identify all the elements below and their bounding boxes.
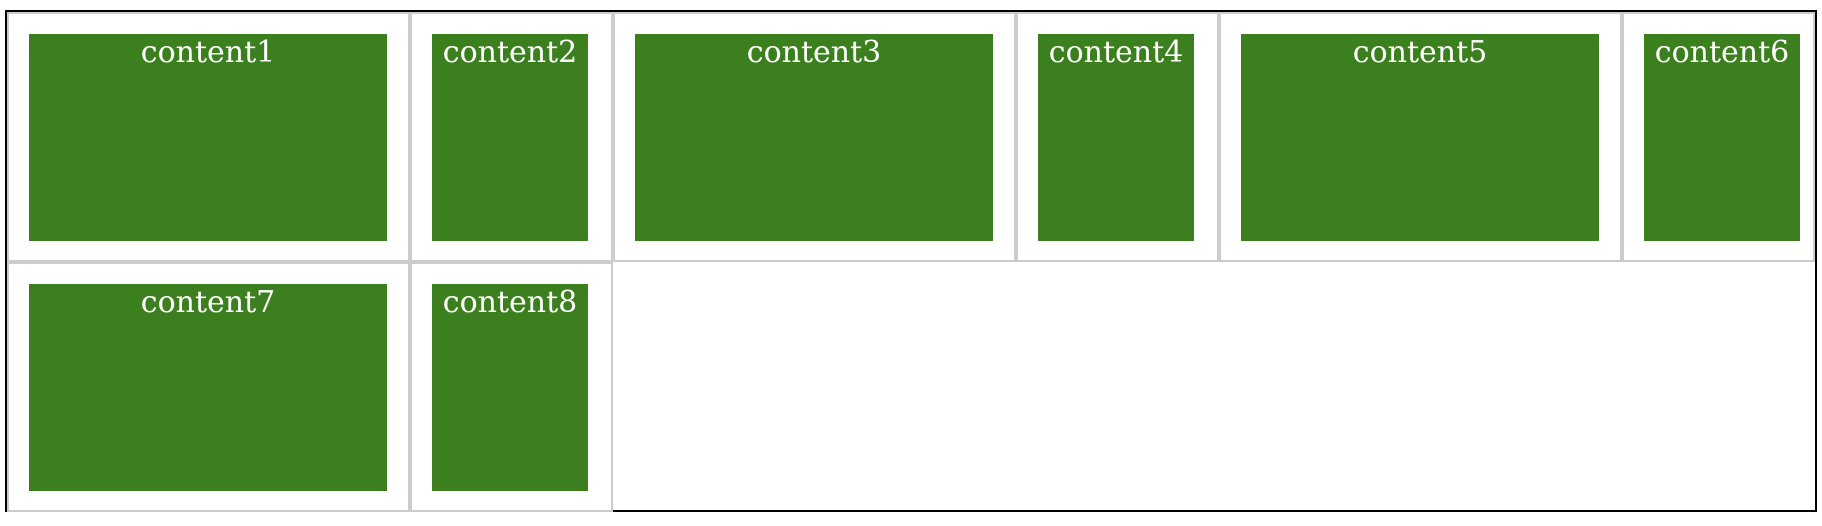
grid-cell-7: content7 <box>7 262 410 512</box>
content-box-7: content7 <box>29 284 387 491</box>
grid-cell-3: content3 <box>613 12 1016 262</box>
content-box-6: content6 <box>1644 34 1800 241</box>
grid-cell-2: content2 <box>410 12 613 262</box>
grid-cell-8: content8 <box>410 262 613 512</box>
content-box-1: content1 <box>29 34 387 241</box>
grid-cell-1: content1 <box>7 12 410 262</box>
grid-cell-4: content4 <box>1016 12 1219 262</box>
content-box-5: content5 <box>1241 34 1599 241</box>
grid-cell-5: content5 <box>1219 12 1622 262</box>
content-box-3: content3 <box>635 34 993 241</box>
grid-cell-6: content6 <box>1622 12 1815 262</box>
content-box-2: content2 <box>432 34 588 241</box>
content-box-8: content8 <box>432 284 588 491</box>
content-box-4: content4 <box>1038 34 1194 241</box>
layout-container: content1 content2 content3 content4 cont… <box>5 10 1817 512</box>
